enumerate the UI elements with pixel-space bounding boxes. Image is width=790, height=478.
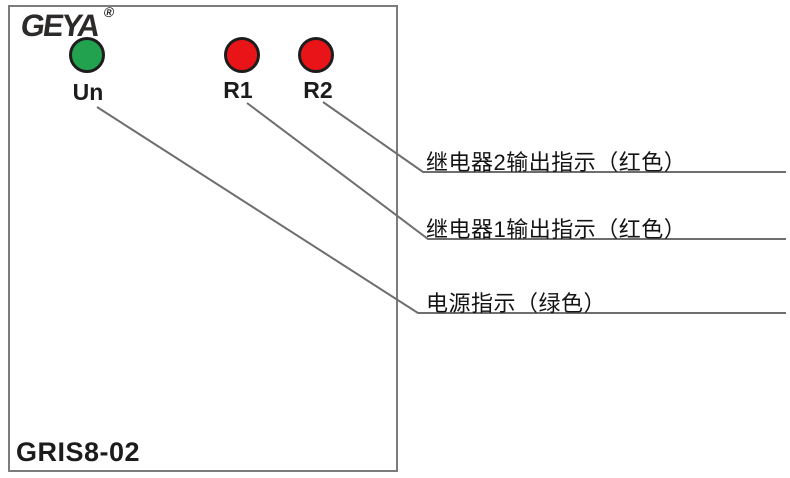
- brand-logo: GEYA®: [18, 4, 116, 44]
- callout-label-relay2-output: 继电器2输出指示（红色）: [426, 150, 687, 175]
- callout-line-r2: [322, 101, 786, 173]
- callout-line-r1: [246, 102, 786, 240]
- relay1-led-red: [224, 37, 260, 73]
- power-led-green: [69, 37, 105, 73]
- callout-label-relay1-output: 继电器1输出指示（红色）: [426, 217, 687, 242]
- led-label-r1: R1: [223, 77, 253, 103]
- callout-label-power-indicator: 电源指示（绿色）: [426, 291, 607, 316]
- callout-line-un: [96, 106, 786, 314]
- relay2-led-red: [298, 37, 334, 73]
- led-label-r2: R2: [303, 77, 333, 103]
- led-label-un: Un: [72, 79, 104, 105]
- device-panel-outline: [8, 5, 398, 472]
- model-label: GRIS8-02: [16, 437, 141, 467]
